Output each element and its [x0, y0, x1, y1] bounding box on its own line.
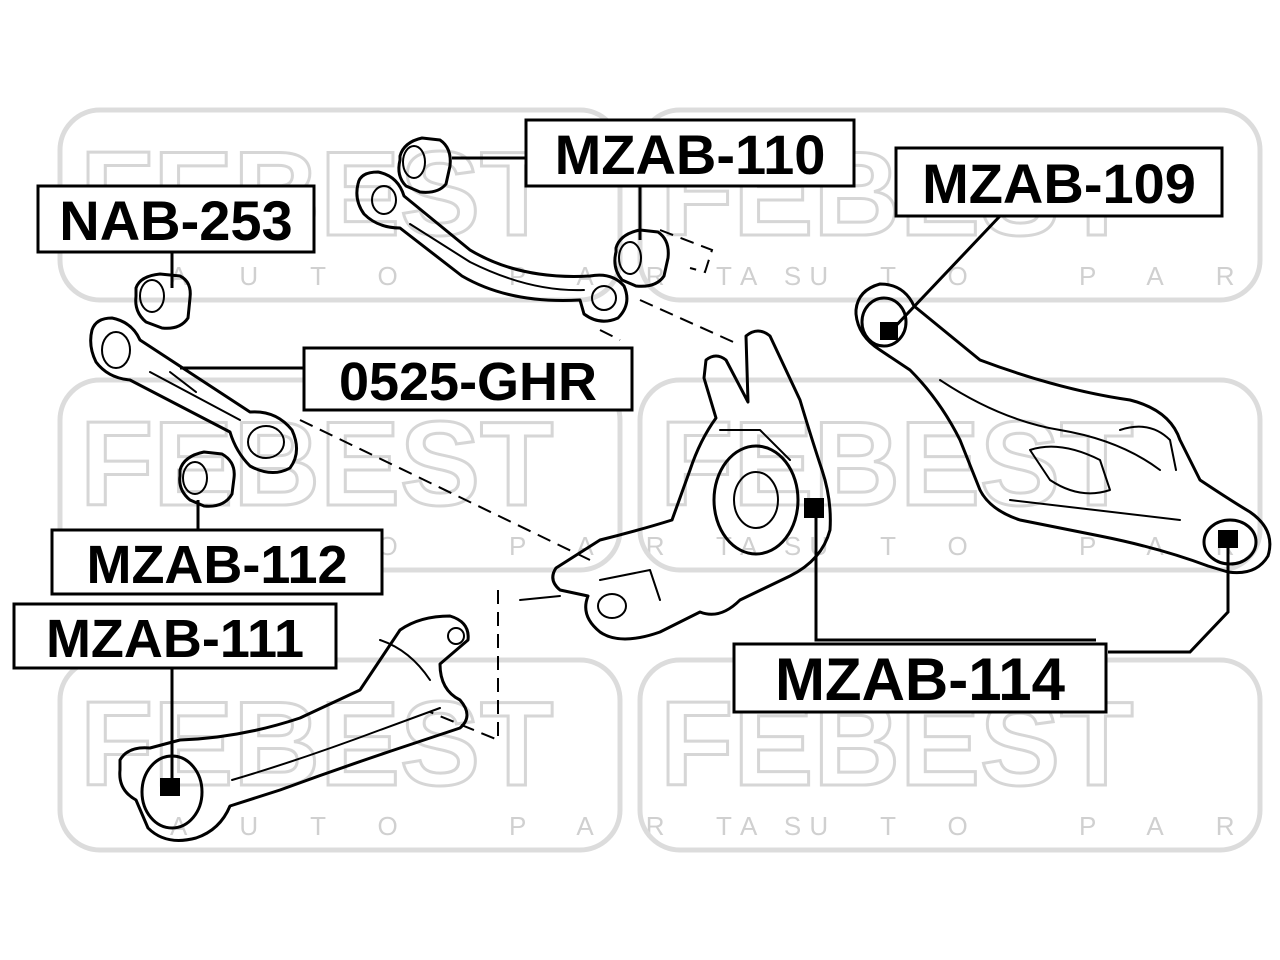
- marker-mzab-114-knuckle: [804, 498, 824, 518]
- label-mzab-114-text: MZAB-114: [775, 646, 1066, 713]
- marker-mzab-109: [880, 322, 898, 340]
- label-mzab-112[interactable]: MZAB-112: [50, 528, 384, 596]
- leader-mzab-114-knuckle: [814, 510, 1096, 642]
- guide-link-arm: [299, 419, 591, 561]
- watermark-sub: AUTO PARTS: [740, 811, 1280, 841]
- bushing-nab-253: [134, 272, 192, 330]
- label-mzab-112-text: MZAB-112: [86, 535, 347, 595]
- watermark-brand: FEBEST: [80, 397, 553, 531]
- watermark-brand: FEBEST: [80, 677, 553, 811]
- label-0525-ghr[interactable]: 0525-GHR: [302, 346, 634, 412]
- label-mzab-111[interactable]: MZAB-111: [12, 602, 338, 670]
- leader-mzab-114-arm: [1108, 540, 1230, 654]
- upper-arm-mzab-110: [355, 136, 670, 323]
- watermark-sub: AUTO PARTS: [740, 531, 1280, 561]
- guide-trailing-arm: [429, 590, 499, 742]
- watermark-middle-left: FEBEST AUTO PARTS: [57, 377, 801, 573]
- label-nab-253[interactable]: NAB-253: [36, 184, 316, 254]
- assembly-guides: [299, 229, 741, 742]
- label-mzab-110[interactable]: MZAB-110: [524, 118, 856, 188]
- parts-layer: [89, 136, 1272, 842]
- label-mzab-109[interactable]: MZAB-109: [894, 146, 1224, 218]
- leader-lines: [170, 156, 1230, 790]
- label-0525-ghr-text: 0525-GHR: [339, 352, 597, 412]
- knuckle-hub-carrier: [519, 329, 832, 641]
- label-mzab-114[interactable]: MZAB-114: [732, 642, 1108, 714]
- label-mzab-109-text: MZAB-109: [922, 152, 1196, 215]
- link-arm-0525-ghr: [89, 316, 298, 474]
- leader-mzab-109: [888, 214, 1002, 334]
- guide-upper-arm: [599, 229, 741, 346]
- marker-mzab-111: [160, 778, 180, 796]
- markers: [160, 322, 1238, 796]
- watermark-sub: AUTO PARTS: [170, 811, 853, 841]
- bushing-mzab-112: [178, 450, 236, 508]
- lower-control-arm: [854, 282, 1272, 575]
- label-mzab-110-text: MZAB-110: [555, 123, 826, 186]
- part-labels: MZAB-110 MZAB-109 NAB-253 0525-GHR MZAB-…: [12, 118, 1224, 714]
- label-mzab-111-text: MZAB-111: [46, 609, 304, 669]
- marker-mzab-114-arm: [1218, 530, 1238, 548]
- watermark-sub: AUTO PARTS: [740, 261, 1280, 291]
- watermark-bottom-left: FEBEST AUTO PARTS: [57, 657, 853, 853]
- watermark-brand: FEBEST: [660, 397, 1133, 531]
- label-nab-253-text: NAB-253: [59, 189, 292, 252]
- watermark-middle-right: FEBEST AUTO PARTS: [637, 377, 1280, 573]
